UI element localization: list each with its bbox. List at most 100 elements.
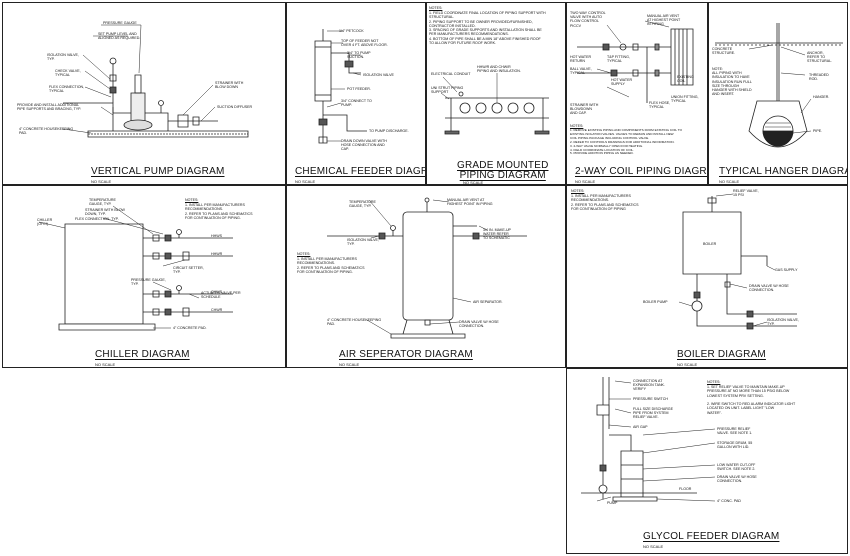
panel-grade-mounted: NOTES: 1. FIELD COORDINATE FINAL LOCATIO…	[426, 2, 566, 185]
notes-heading: NOTES:	[297, 252, 311, 256]
label-existing-coil: EXISTING COIL	[677, 75, 694, 84]
label-chwr: CHWR	[211, 308, 223, 312]
notes-heading: NOTES:	[707, 380, 721, 384]
label-temperature-gauge: TEMPERATURE GAUGE, TYP.	[349, 200, 376, 209]
coil-piping-drawing	[567, 3, 708, 185]
label-threaded-rod: THREADED ROD.	[809, 73, 829, 82]
notes-text: 1. REMOVE EXISTING PIPING AND COMPONENTS…	[570, 128, 683, 156]
panel-title: TYPICAL HANGER DIAGRAM	[719, 166, 848, 177]
panel-scale: NO SCALE	[295, 179, 316, 184]
label-drain-valve: DRAIN DOWN VALVE WITH HOSE CONNECTION AN…	[341, 139, 387, 152]
label-flex-connection: FLEX CONNECTION, TYP.	[75, 217, 119, 221]
label-hhwr: HHWR	[211, 252, 223, 256]
boiler-drawing	[567, 186, 848, 368]
label-strainer: STRAINER WITH BLOWDOWN AND CAP.	[570, 103, 599, 116]
panel-chemical-feeder: 1/4" PETCOCK TOP OF FEEDER NOT OVER 4 FT…	[286, 2, 426, 185]
panel-scale: NO SCALE	[339, 362, 360, 367]
label-temperature-gauge: TEMPERATURE GAUGE, TYP.	[89, 198, 116, 207]
panel-coil-piping: TWO WAY CONTROL VALVE WITH AUTO FLOW CON…	[566, 2, 708, 185]
chiller-drawing	[3, 186, 286, 368]
label-check-valve: CHECK VALVE, TYPICAL	[55, 69, 81, 78]
panel-vertical-pump: PRESSURE GAUGE SET PUMP LEVEL AND ALIGNE…	[2, 2, 286, 185]
label-hot-water-supply: HOT WATER SUPPLY	[611, 78, 633, 87]
label-actuated-valve: ACTUATED VALVE PER SCHEDULE	[201, 291, 241, 300]
panel-title: BOILER DIAGRAM	[677, 349, 766, 360]
label-air-separator: AIR SEPARATOR.	[473, 300, 503, 304]
label-pressure-gauge: PRESSURE GAUGE, TYP.	[131, 278, 166, 287]
notes-text: 1. FIELD COORDINATE FINAL LOCATION OF PI…	[429, 11, 546, 46]
label-connect-pump: 3/4" CONNECT TO PUMP.	[341, 99, 372, 108]
label-low-water: LOW WATER CUT-OFF SWITCH. SEE NOTE 2.	[717, 463, 756, 472]
label-strainer: STRAINER WITH BLOW DOWN	[215, 81, 244, 90]
label-flex-hose: FLEX HOSE, TYPICAL	[649, 101, 671, 110]
panel-boiler: RELIEF VALVE, 15 PSI BOILER GAS SUPPLY D…	[566, 185, 848, 368]
label-petcock: 1/4" PETCOCK	[339, 29, 364, 33]
panel-title: CHILLER DIAGRAM	[95, 349, 190, 360]
panel-scale: NO SCALE	[677, 362, 698, 367]
hanger-drawing	[709, 3, 848, 185]
panel-chiller: TEMPERATURE GAUGE, TYP. STRAINER WITH BL…	[2, 185, 286, 368]
label-isolation-valve: ISOLATION VALVE, TYP.	[347, 238, 379, 247]
label-concrete-structure: CONCRETE STRUCTURE.	[712, 47, 736, 56]
label-tp-fitting: T&P FITTING, TYPICAL	[607, 55, 630, 64]
label-union-fitting: UNION FITTING, TYPICAL	[671, 95, 699, 104]
panel-scale: NO SCALE	[463, 180, 484, 185]
label-hhws: HHWS	[211, 234, 222, 238]
label-hanger-note: NOTE: ALL PIPING WITH INSULATION TO HAVE…	[712, 67, 752, 97]
label-housekeeping-pad: 4" CONCRETE PAD.	[173, 326, 207, 330]
notes-text: 1. INSTALL PER MANUFACTURERS RECOMMENDAT…	[185, 203, 253, 220]
label-electrical-conduit: ELECTRICAL CONDUIT	[431, 72, 471, 76]
notes-heading: NOTES:	[185, 198, 199, 202]
label-set-pump-level: SET PUMP LEVEL AND ALIGNED AS REQUIRED.	[98, 32, 141, 41]
chemical-feeder-drawing	[287, 3, 426, 185]
label-drain-valve: DRAIN VALVE W/ HOSE CONNECTION.	[749, 284, 789, 293]
panel-scale: NO SCALE	[91, 179, 112, 184]
notes-text: 1. INSTALL PER MANUFACTURERS RECOMMENDAT…	[571, 194, 639, 211]
label-hot-water-return: HOT WATER RETURN	[570, 55, 592, 64]
label-chws: CHWS	[211, 290, 222, 294]
panel-title: GLYCOL FEEDER DIAGRAM	[643, 531, 780, 542]
panel-title: AIR SEPERATOR DIAGRAM	[339, 349, 473, 360]
label-ball-valve: BALL VALVE, TYPICAL	[570, 67, 592, 76]
label-provide-install: PROVIDE AND INSTALL ADDITIONAL PIPE SUPP…	[17, 103, 82, 112]
label-storage-drum: STORAGE DRUM, 55 GALLON WITH LID.	[717, 441, 753, 450]
label-makeup-water: 3/4 IN. MAKE-UP WATER REFER TO SCHEMATIC	[483, 228, 511, 241]
panel-scale: NO SCALE	[95, 362, 116, 367]
panel-hanger: CONCRETE STRUCTURE. ANCHOR, REFER TO STR…	[708, 2, 848, 185]
label-pad: 4" CONC. PAD	[717, 499, 741, 503]
label-air-gap: AIR GAP	[633, 425, 648, 429]
vertical-pump-drawing	[3, 3, 286, 185]
label-isolation-valve: ISOLATION VALVE, TYP.	[767, 318, 799, 327]
label-hhwr: HHW/R AND CHW/R PIPING AND INSULATION.	[477, 65, 521, 74]
label-isolation-valve: ISOLATION VALVE	[363, 73, 394, 77]
panel-title: VERTICAL PUMP DIAGRAM	[91, 166, 225, 177]
notes-text: 1. INSTALL PER MANUFACTURERS RECOMMENDAT…	[297, 257, 365, 274]
panel-glycol-feeder: CONNECTION AT EXPANSION TANK. VERIFY PRE…	[566, 368, 848, 554]
label-floor: FLOOR	[679, 487, 692, 491]
label-flex-connection: FLEX CONNECTION, TYPICAL	[49, 85, 85, 94]
label-connection: CONNECTION AT EXPANSION TANK. VERIFY	[633, 379, 665, 392]
label-pressure-relief: PRESSURE RELIEF VALVE. SEE NOTE 1.	[717, 427, 753, 436]
panel-scale: NO SCALE	[575, 179, 596, 184]
label-pressure-gauge: PRESSURE GAUGE	[103, 21, 137, 25]
notes-heading: NOTES:	[429, 6, 443, 10]
label-housekeeping-pad: 4" CONCRETE HOUSEKEEPING PAD.	[327, 318, 382, 327]
notes-heading: NOTES:	[570, 124, 584, 128]
label-drain-valve: DRAIN VALVE W/ HOSE CONNECTION.	[717, 475, 757, 484]
label-two-way-valve: TWO WAY CONTROL VALVE WITH AUTO FLOW CON…	[570, 11, 606, 28]
glycol-feeder-drawing	[567, 369, 848, 554]
label-top-of-feeder: TOP OF FEEDER NOT OVER 4 FT. ABOVE FLOOR…	[341, 39, 388, 48]
panel-title: GRADE MOUNTED PIPING DIAGRAM	[457, 160, 549, 181]
notes-heading: NOTES:	[571, 189, 585, 193]
label-circuit-setter: CIRCUIT SETTER, TYP.	[173, 266, 204, 275]
panel-air-separator: TEMPERATURE GAUGE, TYP. MANUAL AIR VENT …	[286, 185, 566, 368]
grade-mounted-drawing	[427, 3, 566, 185]
label-strainer: STRAINER WITH BLOW DOWN, TYP.	[85, 208, 125, 217]
label-connect-suction: 3/4" TO PUMP SUCTION.	[347, 51, 371, 60]
air-separator-drawing	[287, 186, 566, 368]
panel-scale: NO SCALE	[643, 544, 664, 549]
label-gas-supply: GAS SUPPLY	[775, 268, 798, 272]
label-chiller: CHILLER (OFCI)	[37, 218, 53, 227]
label-boiler-pump: BOILER PUMP	[643, 300, 668, 304]
